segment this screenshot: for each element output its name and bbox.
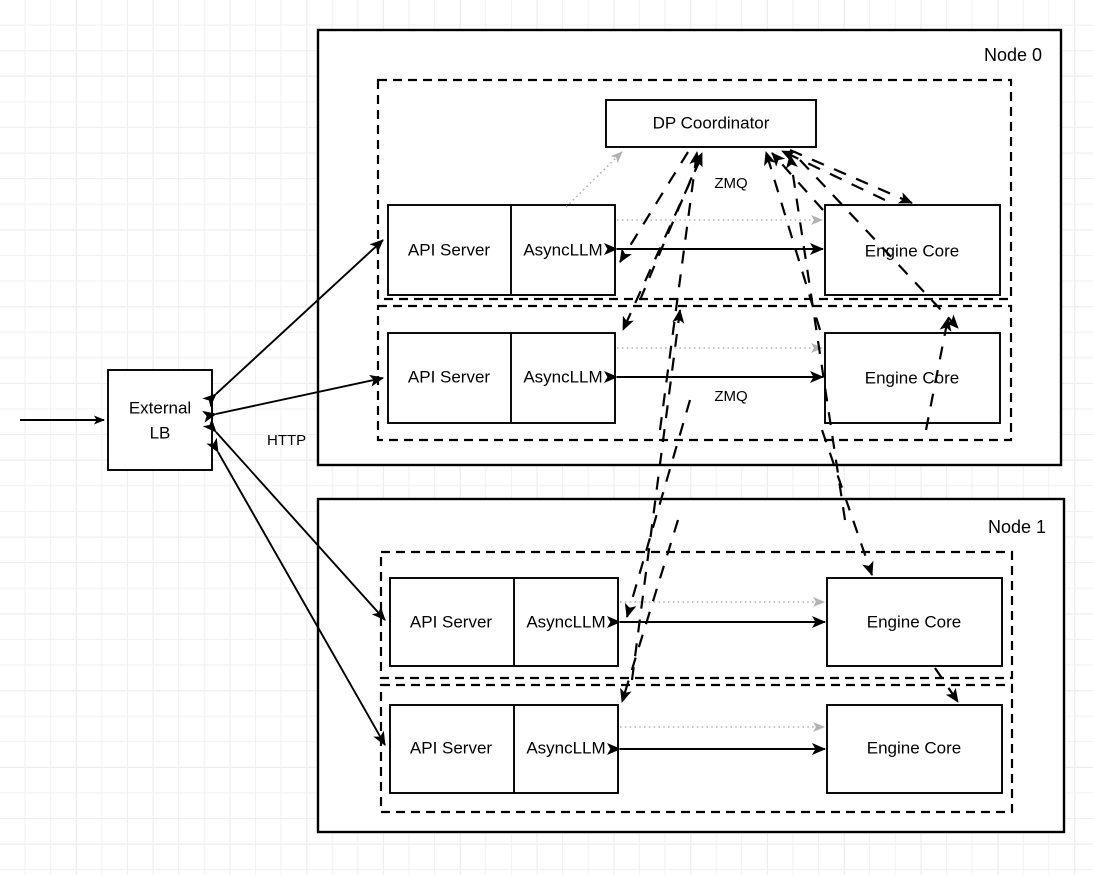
edge-node1-dp0-core-to-dp1-core bbox=[934, 667, 959, 703]
node-0-dp-group-1 bbox=[376, 304, 1013, 442]
edge-node0-dp0-core-to-coordinator-b bbox=[771, 152, 824, 211]
node-1-label: Node 1 bbox=[988, 517, 1046, 537]
node-1-dp-0-api-server-unit[interactable] bbox=[389, 577, 619, 667]
external-lb-box[interactable] bbox=[107, 369, 213, 471]
zmq-label-node0-top: ZMQ bbox=[714, 175, 747, 192]
node-1-dp-1-engine-core-box[interactable] bbox=[826, 704, 1003, 794]
zmq-label-node0-bottom: ZMQ bbox=[714, 388, 747, 405]
edge-node0-engine-to-coordinator-c bbox=[781, 150, 886, 201]
edge-coordinator-to-node0-dp1-core bbox=[799, 159, 959, 329]
node-0-dp-0-api-server-label: API Server bbox=[408, 240, 491, 259]
node-0-dp-1-api-server-label: API Server bbox=[408, 367, 491, 386]
node-0-dp-0-engine-core-box[interactable] bbox=[824, 204, 1001, 296]
node-0-label: Node 0 bbox=[984, 45, 1042, 65]
node-0-dp-1-async-llm-label: AsyncLLM bbox=[523, 367, 602, 386]
node-0-dp-1-engine-core-label: Engine Core bbox=[865, 368, 960, 387]
node-0-dp-0-engine-core-label: Engine Core bbox=[865, 241, 960, 260]
edge-lb-to-node1-dp1-api bbox=[206, 437, 386, 746]
node-1-dp-0-engine-core-box[interactable] bbox=[826, 577, 1003, 667]
node-1-dp-1-api-server-unit[interactable] bbox=[389, 704, 619, 794]
node-0-dp-0-async-llm-label: AsyncLLM bbox=[523, 240, 602, 259]
http-edge-label: HTTP bbox=[267, 432, 306, 449]
external-lb-label-line1: External bbox=[129, 398, 191, 417]
node-1-dp-0-async-llm-label: AsyncLLM bbox=[526, 612, 605, 631]
edge-node0-dp1-core-up bbox=[924, 317, 952, 431]
edge-coordinator-to-node0-dp1-asyncllm bbox=[621, 159, 702, 331]
edge-lb-to-node0-dp1-api bbox=[202, 374, 384, 423]
node-1-dp-1-api-server-label: API Server bbox=[410, 738, 493, 757]
node-1-dp-group-0 bbox=[379, 550, 1014, 680]
node-1-dp-0-engine-core-label: Engine Core bbox=[867, 612, 962, 631]
node-0-dp-1-engine-core-box[interactable] bbox=[824, 332, 1001, 424]
edge-lb-to-node0-dp0-api bbox=[202, 239, 384, 408]
node-0-dp-group-0 bbox=[376, 78, 1013, 301]
edge-node0-dp0-asyncllm-to-coordinator-dotted bbox=[565, 151, 623, 208]
dp-coordinator-box[interactable] bbox=[605, 99, 817, 148]
edge-coordinator-to-node0-dp0-asyncllm bbox=[619, 151, 689, 263]
node-1-dp-1-engine-core-label: Engine Core bbox=[867, 738, 962, 757]
node-0-dp-1-api-server-unit[interactable] bbox=[387, 332, 616, 424]
node-1-dp-1-async-llm-label: AsyncLLM bbox=[526, 738, 605, 757]
node-1-dp-0-api-server-label: API Server bbox=[410, 612, 493, 631]
edge-coordinator-to-node1-dp0-core bbox=[820, 429, 874, 576]
edge-coordinator-to-node1-dp1-asyncllm bbox=[620, 519, 680, 703]
node-1-dp-group-1 bbox=[379, 683, 1014, 814]
dp-coordinator-label: DP Coordinator bbox=[653, 113, 770, 132]
external-lb-label-line2: LB bbox=[150, 423, 171, 442]
